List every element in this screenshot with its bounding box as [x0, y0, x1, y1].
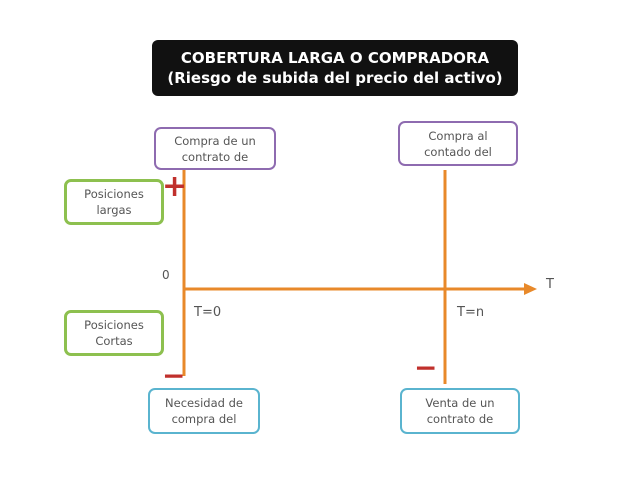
diagram-title: COBERTURA LARGA O COMPRADORA (Riesgo de … [152, 40, 518, 96]
minus-sign-left: − [162, 359, 186, 392]
box-necesidad-compra: Necesidad de compra del [148, 388, 260, 434]
box-posiciones-cortas: Posiciones Cortas [64, 310, 164, 356]
axis-end-label: T [546, 277, 554, 292]
box-posiciones-largas: Posiciones largas [64, 179, 164, 225]
tn-label: T=n [457, 305, 485, 320]
title-line-1: COBERTURA LARGA O COMPRADORA [180, 49, 490, 67]
title-line-2: (Riesgo de subida del precio del activo) [167, 69, 503, 87]
plus-sign: + [162, 169, 188, 204]
box-compra-contado: Compra al contado del [398, 121, 518, 166]
box-compra-contrato: Compra de un contrato de [154, 127, 276, 170]
origin-label: 0 [162, 268, 170, 282]
t0-label: T=0 [194, 305, 222, 320]
time-axis-arrowhead [524, 283, 537, 295]
box-venta-contrato: Venta de un contrato de [400, 388, 520, 434]
minus-sign-right: − [414, 351, 438, 384]
